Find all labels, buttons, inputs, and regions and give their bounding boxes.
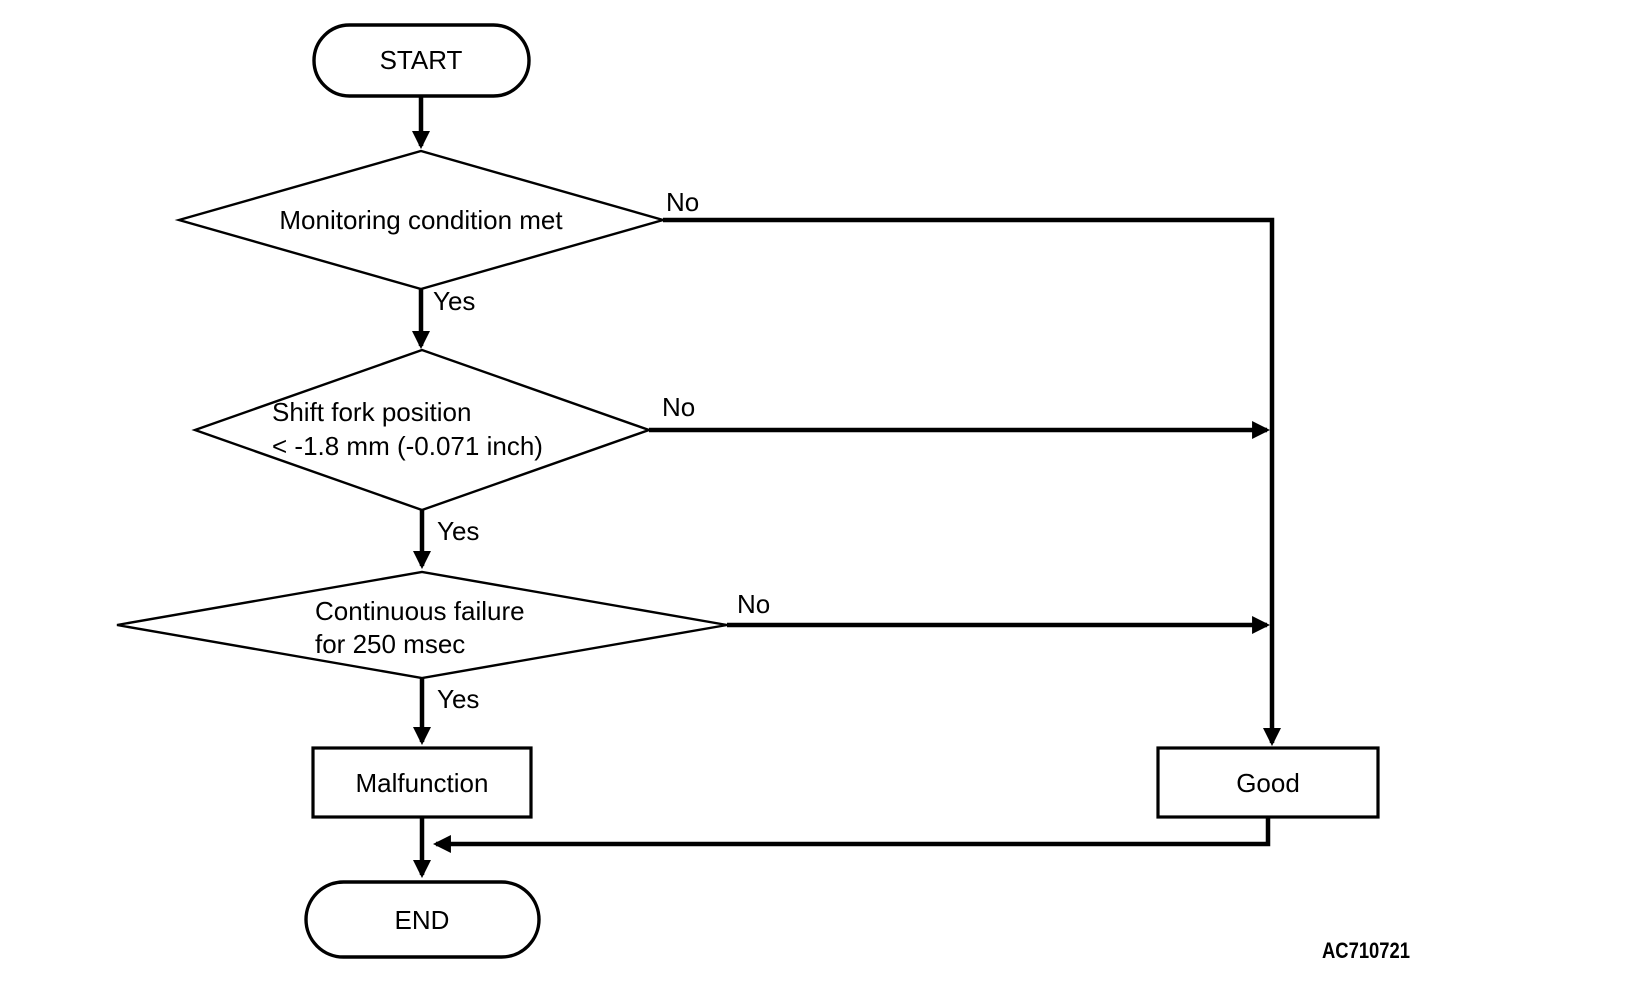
decision-shift-fork-label-line2: < -1.8 mm (-0.071 inch) bbox=[272, 431, 543, 461]
edge-label-monitoring-no: No bbox=[666, 187, 699, 217]
good-box bbox=[1156, 746, 1380, 819]
edge-label-shift-fork-yes: Yes bbox=[437, 516, 479, 546]
malfunction-box bbox=[311, 746, 533, 819]
decision-shift-fork-label-line1: Shift fork position bbox=[272, 397, 471, 427]
decision-monitoring-diamond bbox=[174, 149, 668, 291]
good-label: Good bbox=[1236, 768, 1300, 798]
start-terminator bbox=[312, 23, 531, 98]
malfunction-label: Malfunction bbox=[356, 768, 489, 798]
figure-code: AC710721 bbox=[1322, 938, 1410, 963]
end-label: END bbox=[395, 905, 450, 935]
edge-monitoring-no-line bbox=[663, 217, 1281, 747]
end-terminator bbox=[304, 880, 541, 959]
decision-continuous-failure-label-line1: Continuous failure bbox=[315, 596, 525, 626]
edge-label-continuous-failure-yes: Yes bbox=[437, 684, 479, 714]
decision-shift-fork-diamond bbox=[191, 348, 653, 512]
decision-monitoring-label: Monitoring condition met bbox=[279, 205, 563, 235]
edge-good-to-end bbox=[432, 817, 1271, 853]
edge-label-continuous-failure-no: No bbox=[737, 589, 770, 619]
decision-continuous-failure-diamond bbox=[116, 570, 728, 680]
edge-label-monitoring-yes: Yes bbox=[433, 286, 475, 316]
decision-continuous-failure-label-line2: for 250 msec bbox=[315, 629, 465, 659]
start-label: START bbox=[380, 45, 463, 75]
edge-label-shift-fork-no: No bbox=[662, 392, 695, 422]
